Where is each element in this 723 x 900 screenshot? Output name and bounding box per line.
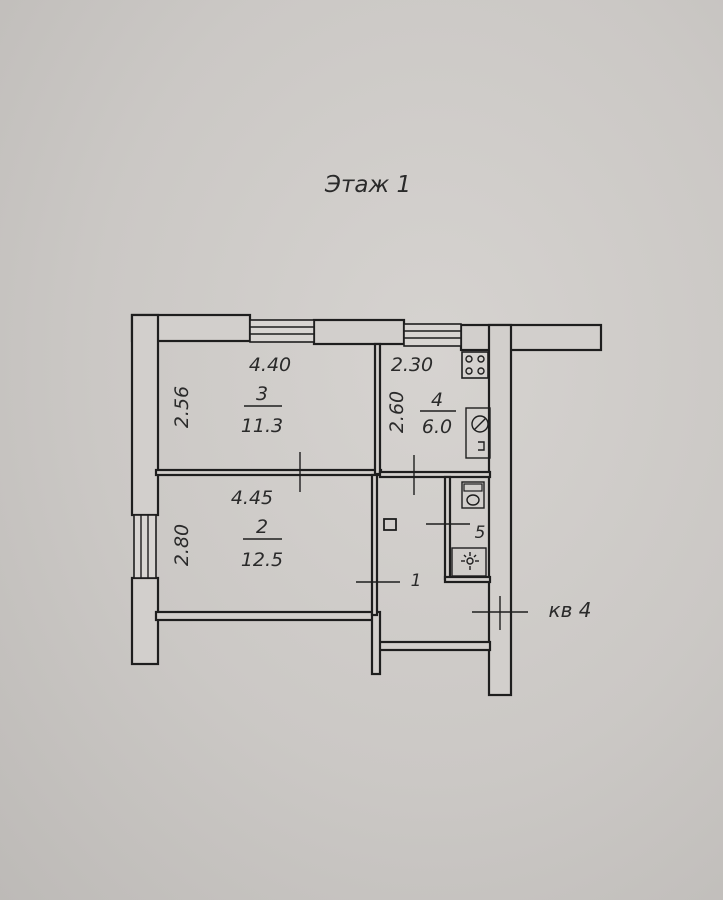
room3-number: 3 xyxy=(256,383,268,405)
wall-left-lower xyxy=(130,576,160,666)
shower-icon xyxy=(451,547,487,577)
apartment-label: кв 4 xyxy=(549,598,592,622)
room1-number: 1 xyxy=(411,571,422,591)
wall-top-middle xyxy=(312,318,406,346)
floor-title: Этаж 1 xyxy=(324,172,411,198)
stove-icon xyxy=(461,351,489,379)
room4-width-label: 2.30 xyxy=(391,354,433,376)
outer-walls xyxy=(130,313,603,697)
room3-width-label: 4.40 xyxy=(249,354,291,376)
dimension-ticks xyxy=(299,452,528,630)
room2-number: 2 xyxy=(256,516,268,538)
room3-area: 11.3 xyxy=(241,415,283,437)
interior-walls xyxy=(154,342,492,617)
room4-area: 6.0 xyxy=(422,416,452,438)
kitchen-sink-icon xyxy=(465,407,491,459)
wall-bottom-hall xyxy=(374,640,492,652)
wall-hall-left-stub xyxy=(370,610,382,676)
windows xyxy=(133,319,462,579)
wall-left-upper xyxy=(130,313,160,517)
wall-right xyxy=(487,323,513,697)
room4-number: 4 xyxy=(431,389,443,411)
room2-width-label: 4.45 xyxy=(231,487,273,509)
wall-bottom-room2 xyxy=(154,610,378,622)
room2-area: 12.5 xyxy=(241,549,283,571)
room2-height-label: 2.80 xyxy=(171,524,193,566)
wall-top-right xyxy=(459,323,603,352)
room3-height-label: 2.56 xyxy=(171,386,193,428)
room5-number: 5 xyxy=(475,523,486,543)
room4-height-label: 2.60 xyxy=(386,391,408,433)
toilet-icon xyxy=(461,481,485,509)
